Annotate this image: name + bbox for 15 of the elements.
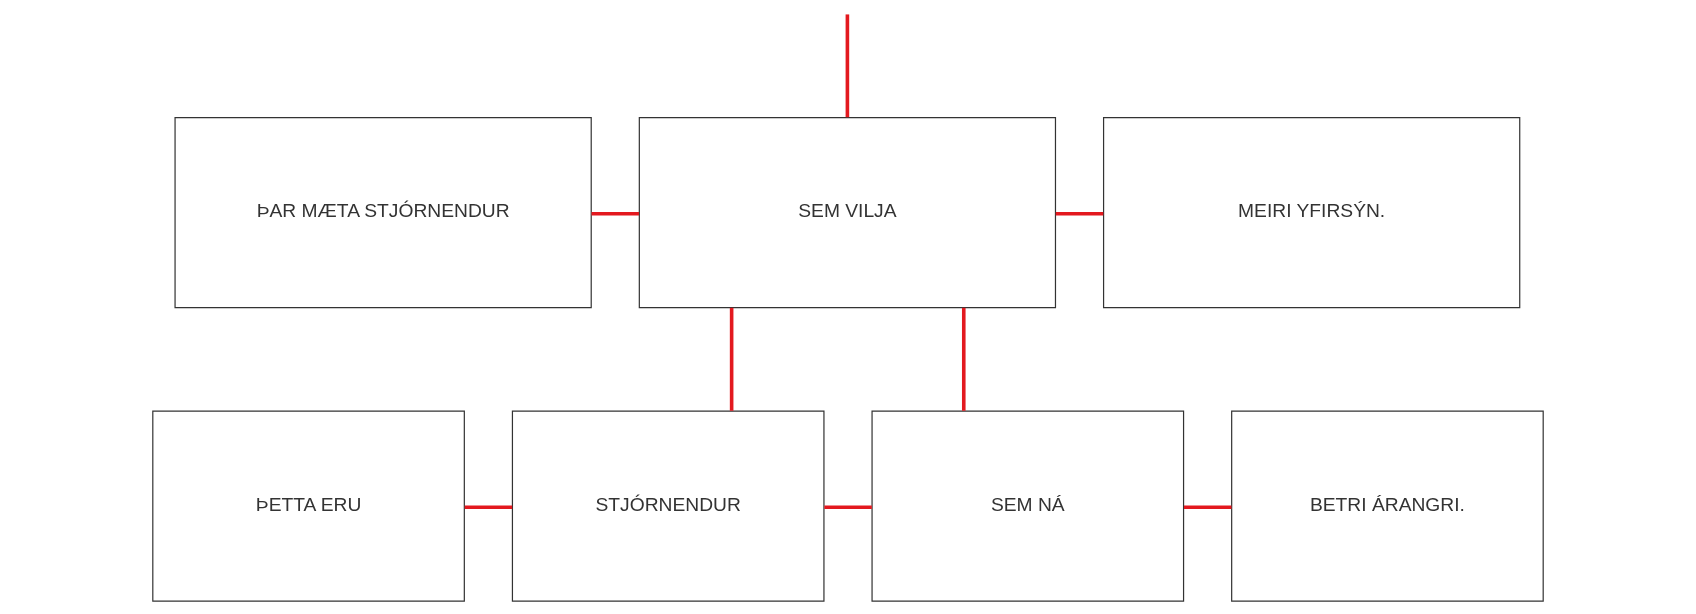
connector xyxy=(824,505,872,510)
connector xyxy=(1055,212,1104,216)
connector xyxy=(464,505,513,510)
connector xyxy=(1184,505,1232,510)
connector xyxy=(845,14,850,118)
node-box: SEM VILJA xyxy=(638,116,1057,309)
node-box: STJÓRNENDUR xyxy=(511,410,825,602)
connector xyxy=(961,307,966,411)
node-box: MEIRI YFIRSÝN. xyxy=(1103,116,1521,309)
node-box: BETRI ÁRANGRI. xyxy=(1231,410,1544,602)
connector xyxy=(729,307,734,411)
node-box: ÞETTA ERU xyxy=(152,410,465,602)
node-box: SEM NÁ xyxy=(871,410,1185,602)
connector xyxy=(591,212,639,216)
node-box: ÞAR MÆTA STJÓRNENDUR xyxy=(174,116,592,309)
